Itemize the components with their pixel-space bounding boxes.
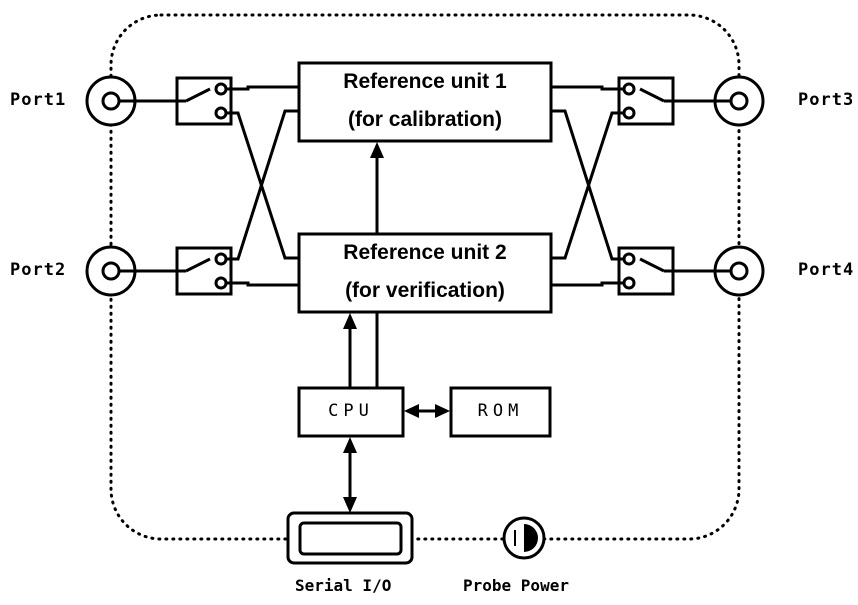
rom-box — [449, 386, 552, 438]
cpu-label: CPU — [328, 401, 374, 421]
arrow-unit2-to-unit1 — [370, 142, 384, 234]
port3-label: Port3 — [798, 90, 855, 110]
cpu-box — [297, 386, 405, 438]
port1-label: Port1 — [10, 90, 67, 110]
reference-unit-1-subtitle: (for calibration) — [347, 108, 502, 131]
left-crossover-wiring — [226, 85, 299, 287]
probe-power-connector — [502, 516, 546, 560]
port2-label: Port2 — [10, 260, 67, 280]
arrow-cpu-to-unit2 — [343, 312, 379, 388]
reference-unit-1-title: Reference unit 1 — [343, 70, 507, 93]
switch-port2 — [175, 246, 233, 296]
port2-connector — [85, 245, 137, 297]
switch-port4 — [617, 246, 675, 296]
arrow-cpu-serial — [343, 437, 357, 513]
switch-port1 — [175, 76, 233, 126]
reference-unit-1-box — [297, 61, 553, 143]
reference-unit-2-box — [297, 232, 553, 314]
port4-connector — [713, 245, 765, 297]
port4-label: Port4 — [798, 260, 855, 280]
arrow-cpu-rom — [404, 404, 450, 418]
serial-io-label: Serial I/O — [295, 576, 392, 595]
serial-io-connector — [286, 511, 414, 565]
right-crossover-wiring — [551, 85, 624, 287]
reference-unit-2-title: Reference unit 2 — [343, 241, 507, 264]
reference-unit-2-subtitle: (for verification) — [345, 279, 505, 302]
switch-port3 — [617, 76, 675, 126]
probe-power-label: Probe Power — [463, 576, 569, 595]
rom-label: ROM — [477, 401, 524, 421]
